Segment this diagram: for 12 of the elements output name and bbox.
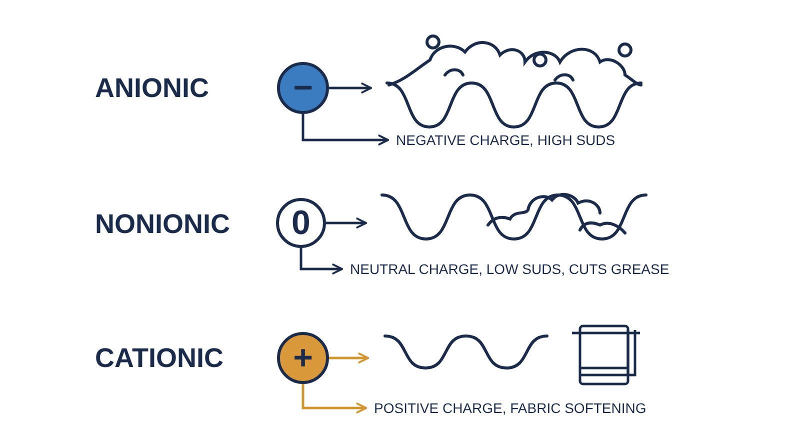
description-text: NEGATIVE CHARGE, HIGH SUDS (396, 130, 616, 150)
arrow (302, 114, 389, 146)
category-label: CATIONIC (95, 342, 224, 375)
arrow (329, 82, 372, 94)
description-text: NEUTRAL CHARGE, LOW SUDS, CUTS GREASE (350, 259, 670, 279)
arrow (326, 217, 367, 229)
arrow (329, 352, 369, 364)
category-label: NONIONIC (95, 208, 230, 241)
description-text: POSITIVE CHARGE, FABRIC SOFTENING (374, 398, 646, 418)
arrow (300, 248, 343, 275)
category-label: ANIONIC (95, 72, 209, 105)
arrow (302, 384, 367, 414)
